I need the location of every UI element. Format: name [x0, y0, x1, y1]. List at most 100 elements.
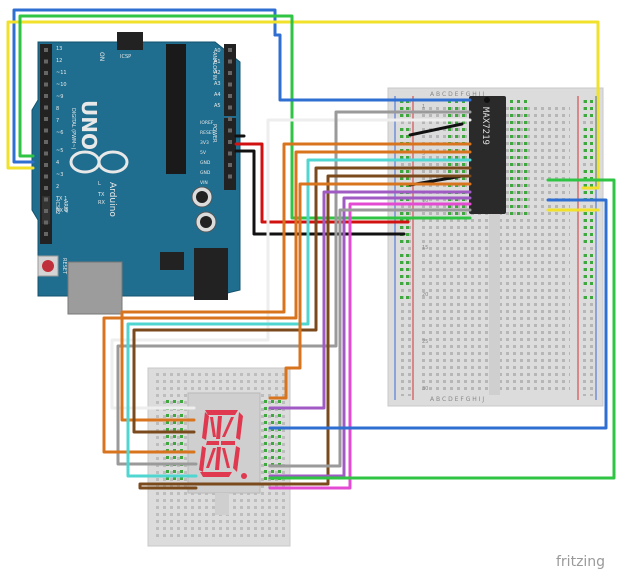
connected-hole — [406, 156, 409, 159]
connected-hole — [584, 142, 587, 145]
header-pin[interactable] — [44, 128, 48, 133]
rx-label: RX — [98, 200, 105, 206]
digital-pin-label: 12 — [56, 58, 62, 64]
wire-gray-2[interactable] — [268, 208, 472, 468]
header-pin[interactable] — [228, 128, 232, 133]
segment-n — [206, 448, 216, 468]
header-pin[interactable] — [228, 48, 232, 52]
connected-hole — [180, 435, 183, 438]
connected-hole — [406, 226, 409, 229]
connected-hole — [400, 114, 403, 117]
wire-brown-2[interactable] — [138, 174, 472, 490]
wire-magenta[interactable] — [268, 202, 472, 490]
header-pin[interactable] — [228, 82, 232, 87]
power-pin-label: 3V3 — [200, 140, 209, 146]
connected-hole — [455, 163, 458, 166]
header-pin[interactable] — [228, 151, 232, 156]
wire-orange-3[interactable] — [268, 182, 472, 400]
icsp2-label: ICSP2 — [54, 200, 60, 214]
connected-hole — [455, 135, 458, 138]
header-pin[interactable] — [44, 220, 48, 225]
connected-hole — [510, 100, 513, 103]
analog-pin-label: A5 — [214, 103, 221, 109]
wire-green-top[interactable] — [18, 14, 472, 220]
header-pin[interactable] — [44, 163, 48, 167]
header-pin[interactable] — [44, 186, 48, 190]
connected-hole — [462, 135, 465, 138]
header-pin[interactable] — [228, 174, 232, 179]
wire-purple-2[interactable] — [268, 196, 472, 478]
header-pin[interactable] — [44, 232, 48, 236]
connected-hole — [180, 414, 183, 417]
header-pin[interactable] — [44, 117, 48, 121]
header-pin[interactable] — [44, 82, 48, 87]
wire-gray[interactable] — [116, 110, 472, 466]
jumper-1[interactable] — [408, 122, 464, 137]
wire-orange-2[interactable] — [102, 150, 472, 454]
connected-hole — [455, 205, 458, 208]
header-pin[interactable] — [228, 140, 232, 144]
header-pin[interactable] — [228, 117, 232, 121]
connected-hole — [590, 261, 593, 264]
arduino-uno-board: RESET ICSP ICSP2 UNO Arduino ON AREF DIG… — [31, 32, 241, 315]
header-pin[interactable] — [44, 209, 48, 213]
header-pin[interactable] — [228, 71, 232, 75]
segment-j — [216, 416, 222, 439]
terminal-strip-right — [500, 104, 570, 392]
wire-purple[interactable] — [268, 190, 472, 410]
connected-hole — [590, 107, 593, 110]
wire-brown[interactable] — [132, 166, 472, 434]
wire-yellow-top[interactable] — [6, 20, 600, 190]
connected-hole — [584, 254, 587, 257]
header-pin[interactable] — [228, 105, 232, 110]
connected-hole — [173, 470, 176, 473]
header-pin[interactable] — [44, 48, 48, 52]
wire-blue-right[interactable] — [268, 198, 608, 430]
header-pin[interactable] — [44, 151, 48, 156]
ic-label: MAX7219 — [480, 107, 490, 145]
connected-hole — [462, 163, 465, 166]
connected-hole — [400, 156, 403, 159]
connected-hole — [590, 142, 593, 145]
connected-hole — [264, 400, 267, 403]
connected-hole — [524, 114, 527, 117]
header-pin[interactable] — [44, 140, 48, 144]
connected-hole — [517, 121, 520, 124]
wire-cyan[interactable] — [126, 158, 472, 478]
header-pin[interactable] — [44, 105, 48, 110]
reset-button-cap[interactable] — [42, 260, 54, 272]
connected-hole — [400, 254, 403, 257]
connected-hole — [510, 198, 513, 201]
connected-hole — [448, 121, 451, 124]
arduino-logo — [69, 150, 129, 174]
header-pin[interactable] — [44, 174, 48, 179]
header-pin[interactable] — [44, 59, 48, 64]
connected-hole — [524, 142, 527, 145]
connected-hole — [264, 442, 267, 445]
header-pin[interactable] — [44, 197, 48, 202]
connected-hole — [524, 205, 527, 208]
connected-hole — [400, 107, 403, 110]
wire-green-right[interactable] — [268, 178, 616, 480]
connected-hole — [584, 261, 587, 264]
wire-blue-top-b[interactable] — [273, 33, 472, 102]
connected-hole — [584, 184, 587, 187]
header-pin[interactable] — [228, 59, 232, 64]
row-number: 1 — [422, 104, 425, 110]
header-pin[interactable] — [228, 94, 232, 98]
wire-blue-top[interactable] — [12, 8, 277, 164]
connected-hole — [180, 470, 183, 473]
connected-hole — [400, 212, 403, 215]
connected-hole — [448, 114, 451, 117]
header-pin[interactable] — [44, 71, 48, 75]
header-pin[interactable] — [228, 163, 232, 167]
header-pin[interactable] — [44, 94, 48, 98]
wire-white[interactable] — [110, 118, 472, 410]
connected-hole — [406, 261, 409, 264]
connected-hole — [590, 149, 593, 152]
connected-hole — [406, 275, 409, 278]
digital-pin-label: ~3 — [56, 172, 63, 178]
connected-hole — [462, 177, 465, 180]
connected-hole — [510, 163, 513, 166]
segment-m — [215, 447, 221, 470]
